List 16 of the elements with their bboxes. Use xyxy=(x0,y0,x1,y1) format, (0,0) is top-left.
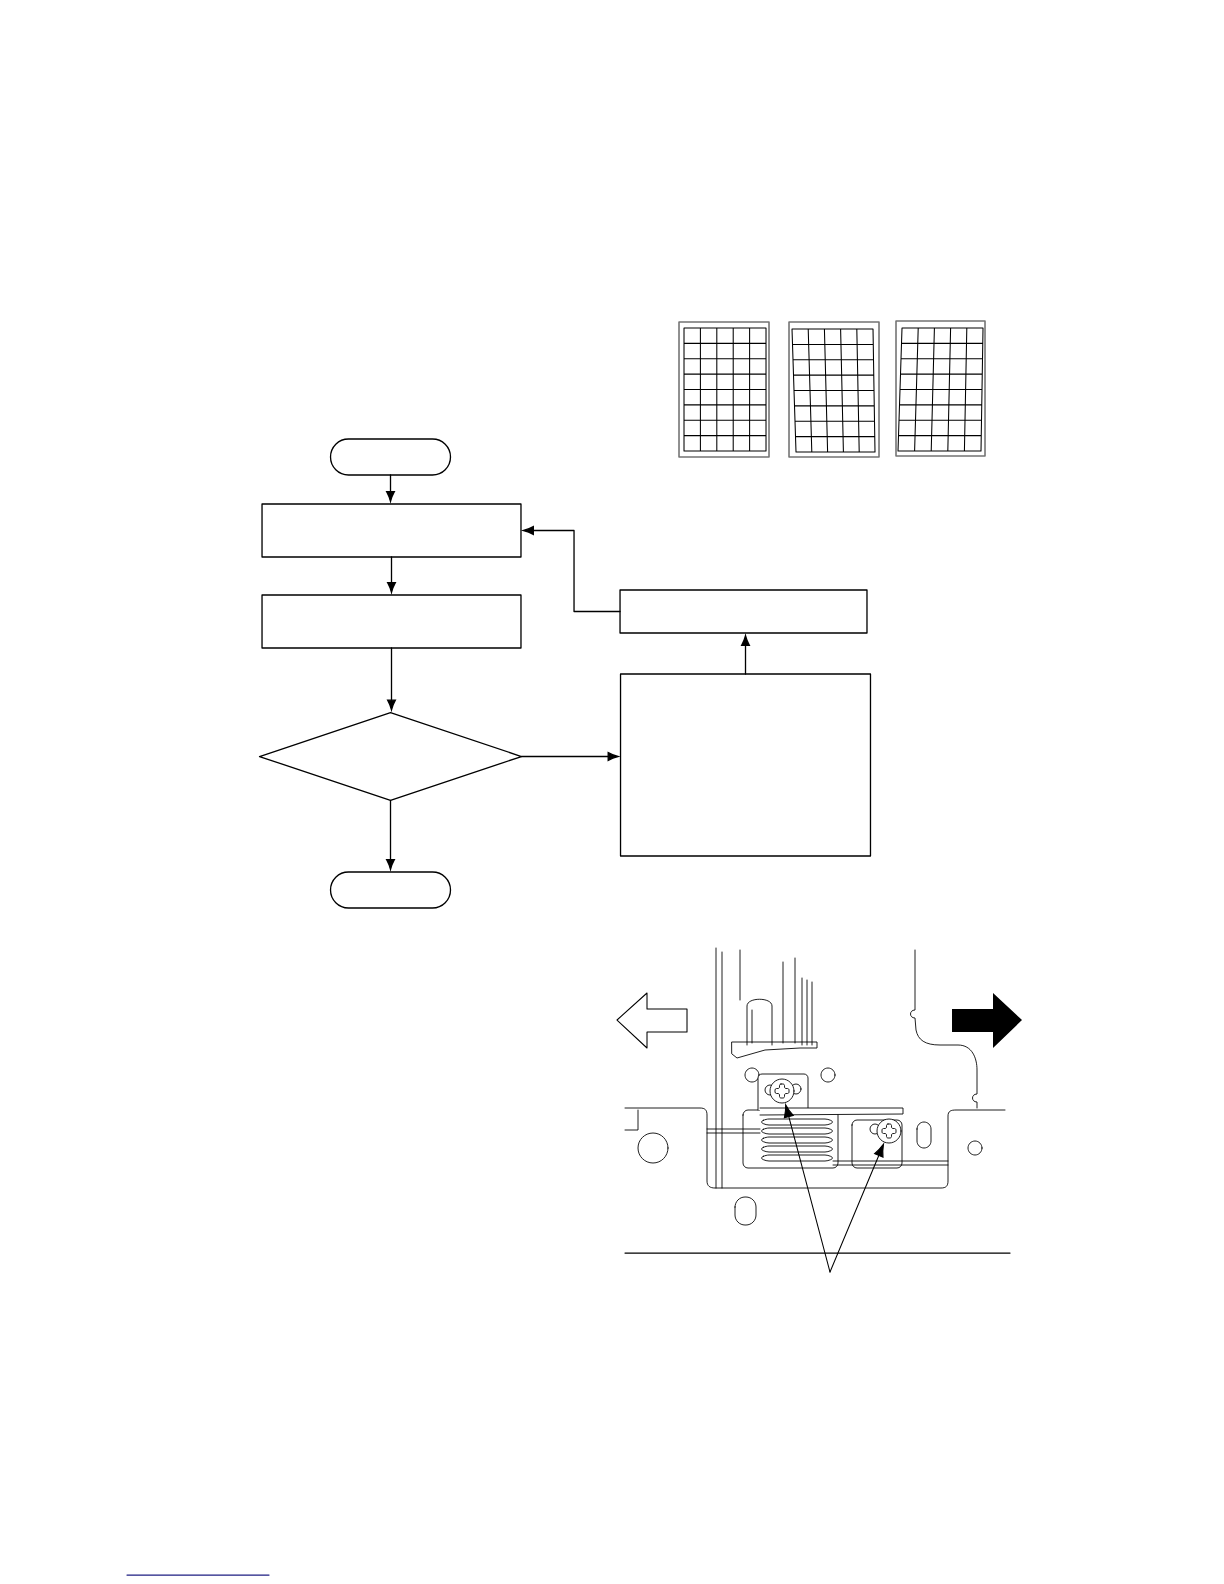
decision-diamond xyxy=(258,711,523,802)
arrow xyxy=(387,647,396,711)
screw xyxy=(764,1078,802,1104)
arrow xyxy=(387,556,396,593)
arrow xyxy=(386,474,395,503)
process-box xyxy=(261,503,522,558)
arrow xyxy=(520,752,619,761)
leader-line xyxy=(783,1104,831,1273)
screw xyxy=(869,1118,902,1144)
leader-line xyxy=(829,1143,885,1273)
process-box xyxy=(619,673,872,857)
process-box xyxy=(619,589,868,634)
process-box xyxy=(261,594,522,649)
arrow xyxy=(386,799,395,870)
arrow xyxy=(741,635,750,675)
arrow xyxy=(522,526,621,613)
